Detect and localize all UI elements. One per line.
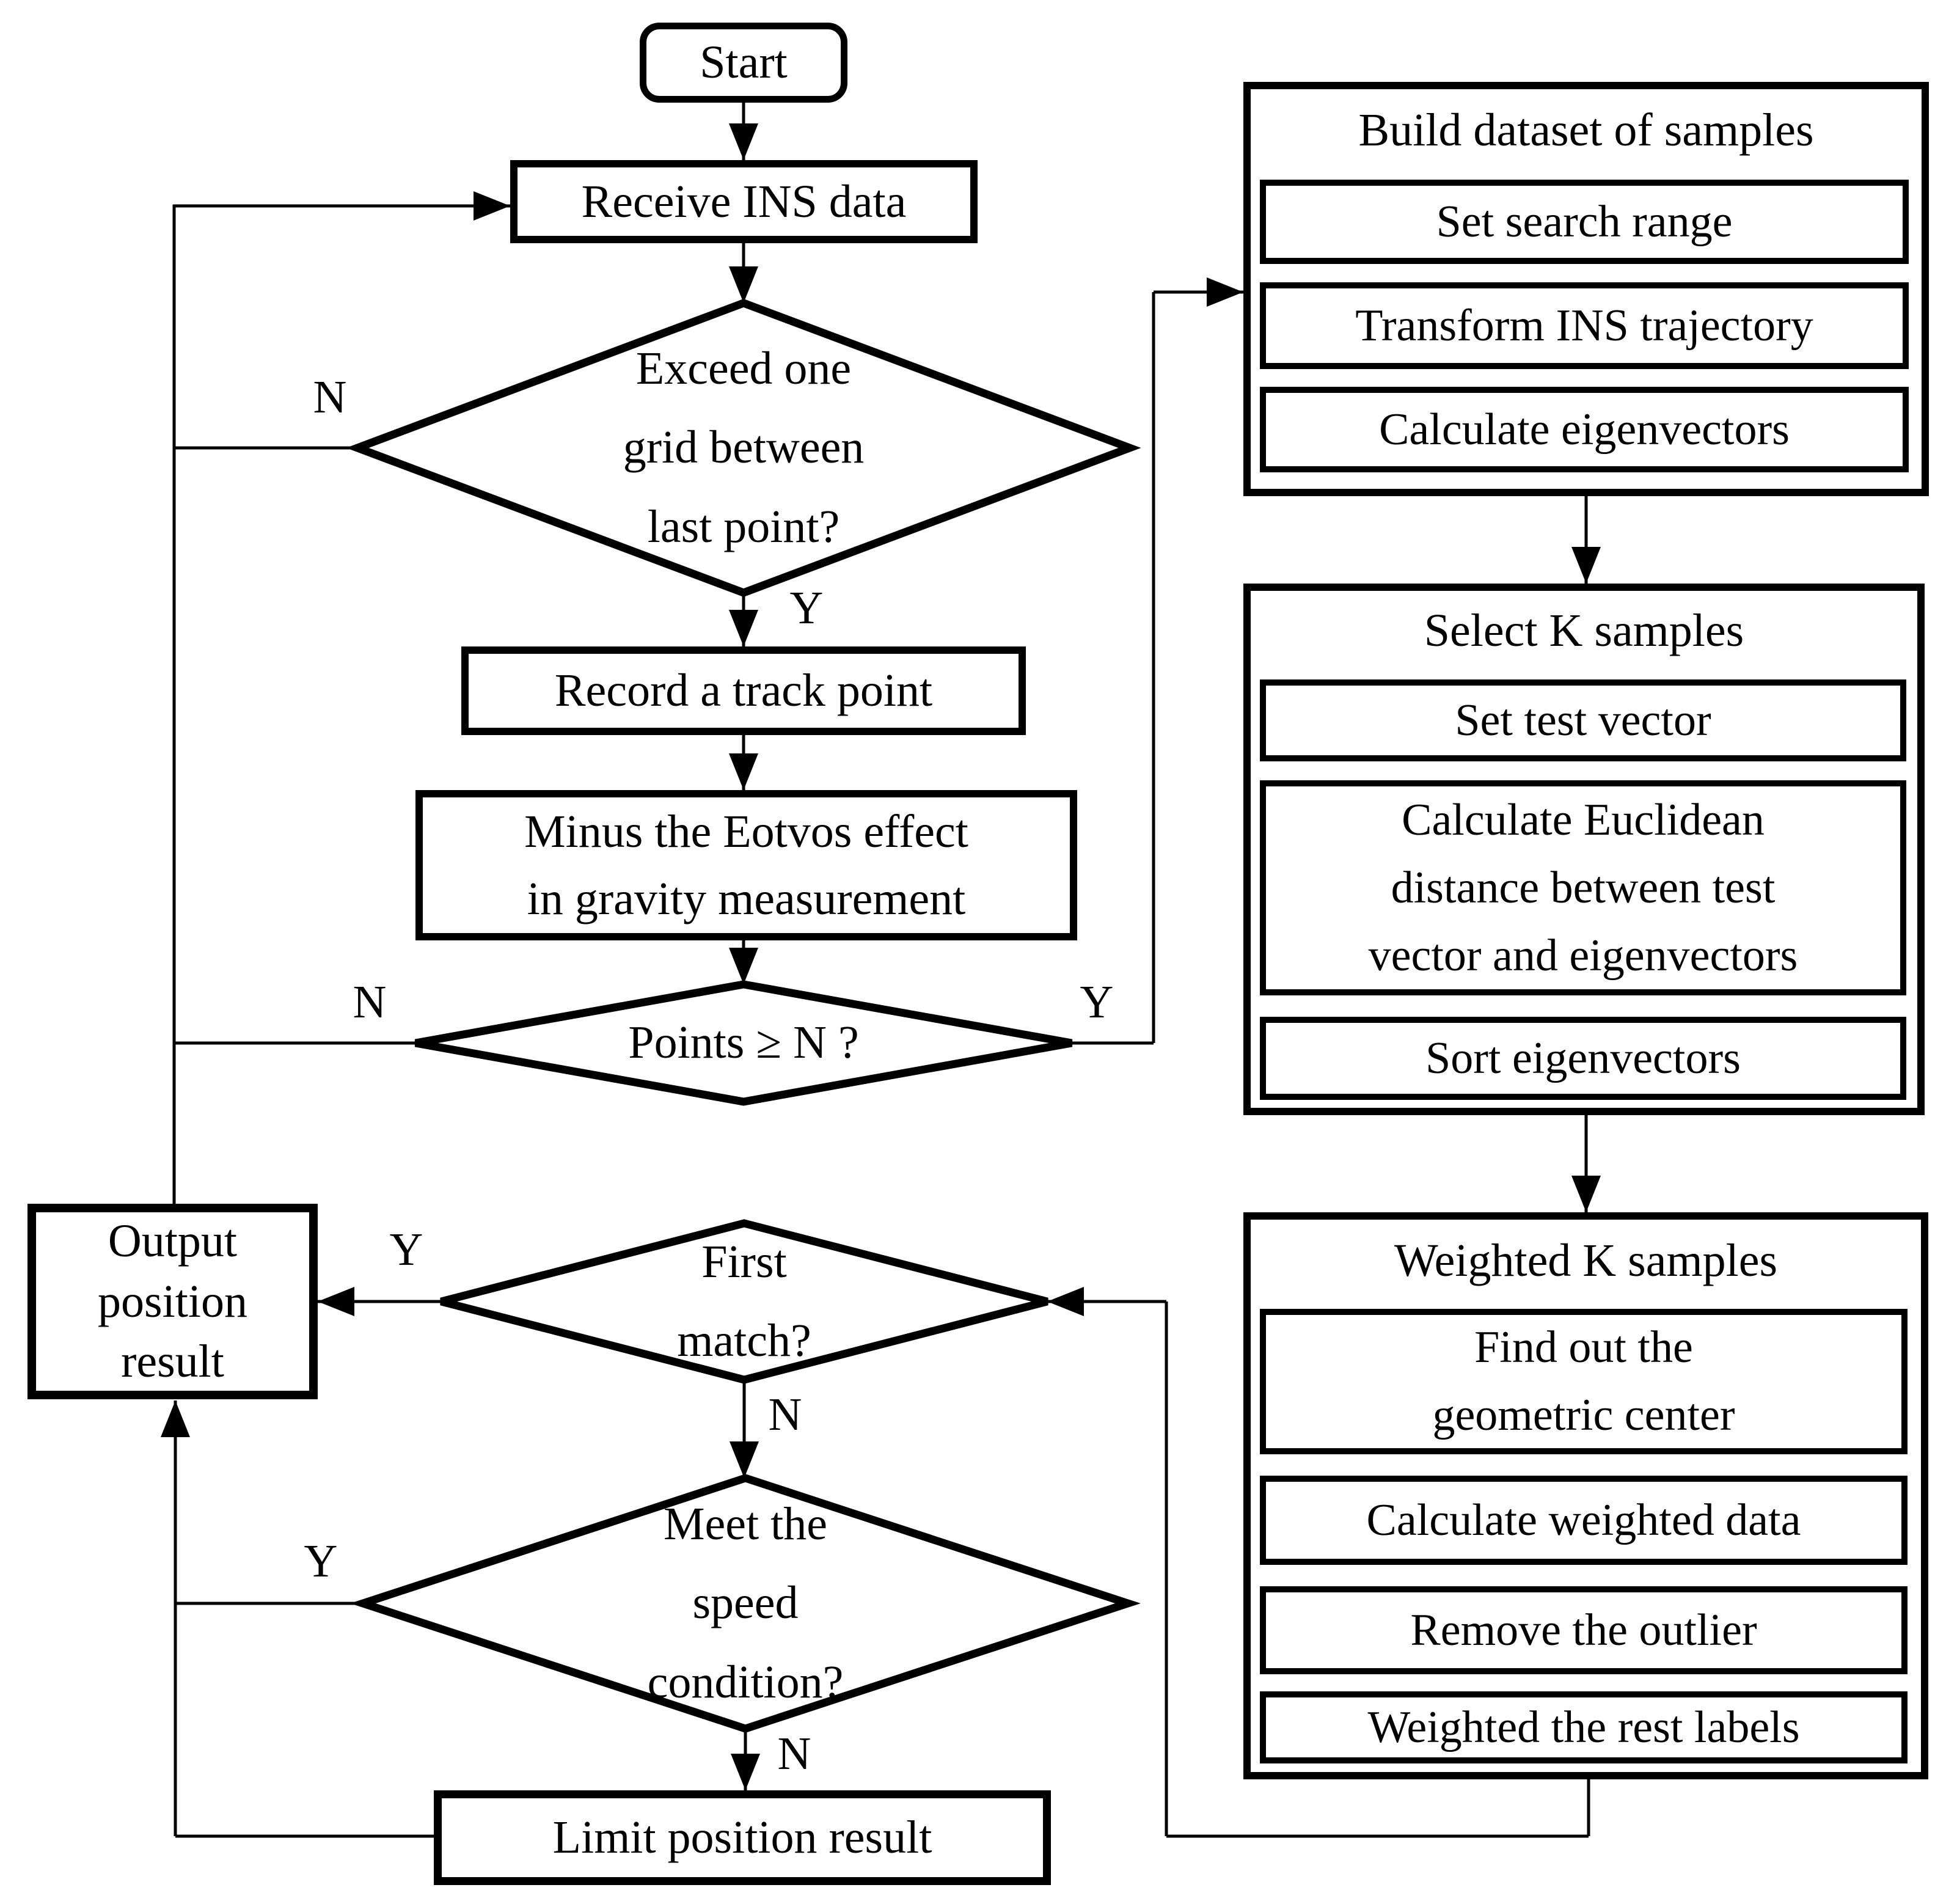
label-first-match-yes: Y [389,1224,423,1275]
find-geometric-center-label: Find out the geometric center [1432,1322,1735,1440]
label-exceed-grid-no: N [313,372,347,423]
label-first-match-no: N [768,1389,802,1440]
calculate-weighted-data-label: Calculate weighted data [1366,1495,1801,1545]
step-calculate-euclidean-distance: Calculate Euclidean distance between tes… [1260,780,1906,995]
calculate-eigenvectors-label: Calculate eigenvectors [1379,404,1790,455]
weighted-k-samples-title: Weighted K samples [1394,1235,1778,1286]
label-exceed-grid-yes: Y [789,582,824,634]
node-start: Start [640,23,847,103]
arrowhead-into-minus [729,753,758,790]
minus-eotvos-label: Minus the Eotvos effect in gravity measu… [524,805,968,925]
step-set-test-vector: Set test vector [1260,679,1906,761]
sort-eigenvectors-label: Sort eigenvectors [1425,1033,1741,1083]
arrowhead-into-points [729,948,758,984]
arrowhead-into-receive-top [729,123,758,160]
transform-ins-trajectory-label: Transform INS trajectory [1355,300,1813,351]
build-dataset-title: Build dataset of samples [1358,104,1814,156]
arrowhead-into-receive-left [474,191,510,221]
label-speed-no: N [777,1728,811,1779]
arrowhead-into-select [1571,547,1601,584]
label-points-yes: Y [1080,976,1114,1028]
arrowhead-into-exceed [729,266,758,303]
arrowheads [161,123,1601,1790]
arrowhead-into-first-match [1047,1287,1084,1316]
step-calculate-eigenvectors: Calculate eigenvectors [1260,387,1909,472]
set-test-vector-label: Set test vector [1455,695,1711,745]
step-find-geometric-center: Find out the geometric center [1260,1309,1908,1454]
arrowhead-into-build [1207,277,1243,307]
arrowhead-into-output-right [318,1287,354,1316]
set-search-range-label: Set search range [1436,196,1733,247]
limit-position-result-label: Limit position result [552,1812,932,1864]
start-label: Start [700,37,788,89]
speed-condition-diamond-shape [350,1474,1141,1733]
arrowhead-into-record [729,610,758,646]
step-transform-ins-trajectory: Transform INS trajectory [1260,282,1909,369]
node-minus-eotvos: Minus the Eotvos effect in gravity measu… [415,790,1077,940]
node-record-track-point: Record a track point [461,646,1026,735]
exceed-grid-diamond-shape [346,299,1141,597]
arrowhead-into-weighted [1571,1176,1601,1212]
arrowhead-into-output-bottom [161,1401,190,1437]
group-build-dataset: Build dataset of samples Set search rang… [1243,82,1929,496]
step-calculate-weighted-data: Calculate weighted data [1260,1476,1908,1565]
label-points-no: N [353,976,387,1028]
group-weighted-k-samples: Weighted K samples Find out the geometri… [1243,1212,1928,1779]
output-position-result-label: Output position result [98,1215,247,1388]
points-diamond-shape [414,980,1073,1106]
remove-the-outlier-label: Remove the outlier [1410,1605,1757,1655]
step-sort-eigenvectors: Sort eigenvectors [1260,1017,1906,1100]
arrowhead-into-speed [730,1441,759,1478]
record-track-point-label: Record a track point [554,665,933,717]
weighted-rest-labels-label: Weighted the rest labels [1367,1702,1800,1752]
receive-ins-label: Receive INS data [581,175,907,227]
first-match-diamond-shape [440,1219,1048,1384]
step-remove-the-outlier: Remove the outlier [1260,1586,1908,1674]
step-set-search-range: Set search range [1260,180,1909,264]
label-speed-yes: Y [304,1536,338,1587]
group-select-k-samples: Select K samples Set test vector Calcula… [1243,584,1925,1115]
node-limit-position-result: Limit position result [434,1790,1051,1885]
step-weighted-rest-labels: Weighted the rest labels [1260,1691,1908,1763]
arrowhead-into-limit [731,1754,760,1790]
calculate-euclidean-distance-label: Calculate Euclidean distance between tes… [1368,794,1798,981]
node-output-position-result: Output position result [27,1204,318,1399]
select-k-samples-title: Select K samples [1424,605,1744,656]
node-receive-ins: Receive INS data [510,160,978,243]
decision-diamonds [346,299,1141,1733]
